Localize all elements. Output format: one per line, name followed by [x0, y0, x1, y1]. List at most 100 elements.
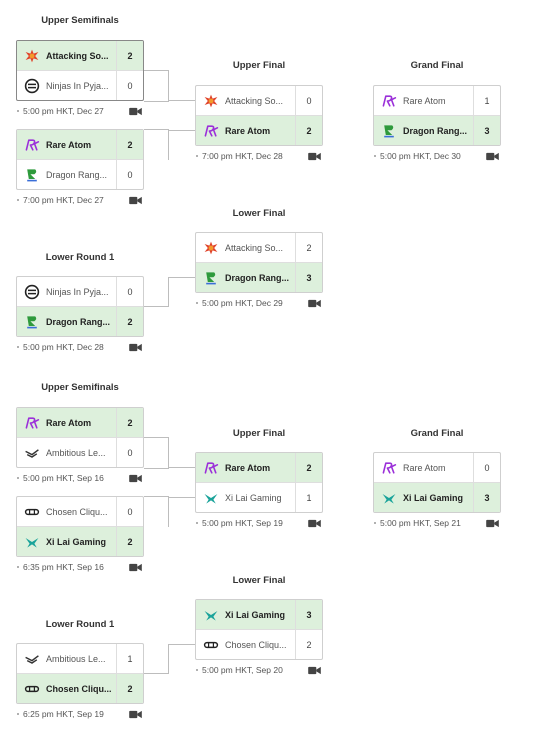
team-score: 0 — [116, 71, 143, 100]
round-title-upper-semifinals: Upper Semifinals — [41, 15, 119, 26]
team-row[interactable]: Attacking So... 0 — [196, 86, 322, 116]
team-score: 1 — [295, 483, 322, 512]
dragon-rangers-logo — [23, 313, 41, 331]
round-title-lower-final: Lower Final — [232, 575, 286, 586]
team-row[interactable]: Dragon Rang... 2 — [17, 307, 143, 336]
match-card[interactable]: Attacking So... 0 Rare Atom 2 7:00 pm HK… — [195, 85, 323, 163]
bracket-connector — [168, 130, 195, 131]
team-score: 3 — [295, 600, 322, 629]
match-card[interactable]: Attacking So... 2 Ninjas In Pyja... 0 5:… — [16, 40, 144, 118]
team-row[interactable]: Chosen Cliqu... 0 — [17, 497, 143, 527]
team-score: 1 — [473, 86, 500, 115]
video-camera-icon[interactable] — [129, 196, 142, 205]
match-time: 5:00 pm HKT, Sep 16 — [23, 473, 104, 483]
team-score: 1 — [116, 644, 143, 673]
team-name: Rare Atom — [225, 125, 271, 136]
match-time: 7:00 pm HKT, Dec 27 — [23, 195, 104, 205]
team-row[interactable]: Xi Lai Gaming 1 — [196, 483, 322, 512]
team-name: Rare Atom — [403, 462, 446, 473]
team-score: 0 — [116, 438, 143, 467]
match-card[interactable]: Attacking So... 2 Dragon Rang... 3 5:00 … — [195, 232, 323, 310]
team-name: Attacking So... — [225, 242, 284, 253]
team-row[interactable]: Dragon Rang... 3 — [374, 116, 500, 145]
video-camera-icon[interactable] — [129, 710, 142, 719]
team-name: Ambitious Le... — [46, 653, 106, 664]
dragon-rangers-logo — [202, 269, 220, 287]
team-name: Chosen Cliqu... — [46, 683, 112, 694]
bracket-connector — [144, 496, 169, 527]
team-name: Xi Lai Gaming — [225, 492, 282, 503]
match-card[interactable]: Xi Lai Gaming 3 Chosen Cliqu... 2 5:00 p… — [195, 599, 323, 677]
video-camera-icon[interactable] — [308, 152, 321, 161]
rare-atom-logo — [202, 459, 220, 477]
team-row[interactable]: Rare Atom 1 — [374, 86, 500, 116]
team-row[interactable]: Rare Atom 2 — [17, 408, 143, 438]
match-card[interactable]: Rare Atom 2 Ambitious Le... 0 5:00 pm HK… — [16, 407, 144, 485]
match-card[interactable]: Rare Atom 2 Xi Lai Gaming 1 5:00 pm HKT,… — [195, 452, 323, 530]
match-card[interactable]: Ambitious Le... 1 Chosen Cliqu... 2 6:25… — [16, 643, 144, 721]
rare-atom-logo — [23, 136, 41, 154]
team-score: 2 — [116, 41, 143, 70]
team-name: Ninjas In Pyja... — [46, 286, 109, 297]
team-row[interactable]: Ninjas In Pyja... 0 — [17, 277, 143, 307]
team-score: 3 — [295, 263, 322, 292]
team-score: 0 — [473, 453, 500, 482]
attacking-soul-logo — [202, 239, 220, 257]
chosen-clique-logo — [23, 680, 41, 698]
match-time: 6:25 pm HKT, Sep 19 — [23, 709, 104, 719]
team-name: Attacking So... — [46, 50, 109, 61]
video-camera-icon[interactable] — [129, 343, 142, 352]
match-time: 5:00 pm HKT, Sep 19 — [202, 518, 283, 528]
team-row[interactable]: Xi Lai Gaming 3 — [374, 483, 500, 512]
team-score: 2 — [116, 307, 143, 336]
match-time: 5:00 pm HKT, Dec 30 — [380, 151, 461, 161]
team-row[interactable]: Dragon Rang... 0 — [17, 160, 143, 189]
team-row[interactable]: Chosen Cliqu... 2 — [17, 674, 143, 703]
round-title-lower-round-1: Lower Round 1 — [45, 252, 115, 263]
team-row[interactable]: Xi Lai Gaming 3 — [196, 600, 322, 630]
team-score: 0 — [116, 497, 143, 526]
attacking-soul-logo — [23, 47, 41, 65]
team-score: 2 — [295, 233, 322, 262]
video-camera-icon[interactable] — [486, 152, 499, 161]
team-score: 0 — [116, 160, 143, 189]
team-name: Ninjas In Pyja... — [46, 80, 109, 91]
team-row[interactable]: Attacking So... 2 — [17, 41, 143, 71]
match-card[interactable]: Rare Atom 2 Dragon Rang... 0 7:00 pm HKT… — [16, 129, 144, 207]
xi-lai-gaming-logo — [202, 489, 220, 507]
team-name: Dragon Rang... — [403, 125, 468, 136]
bracket-connector — [168, 100, 195, 101]
match-card[interactable]: Rare Atom 1 Dragon Rang... 3 5:00 pm HKT… — [373, 85, 501, 163]
rare-atom-logo — [380, 92, 398, 110]
video-camera-icon[interactable] — [129, 107, 142, 116]
team-row[interactable]: Ninjas In Pyja... 0 — [17, 71, 143, 100]
video-camera-icon[interactable] — [308, 299, 321, 308]
match-card[interactable]: Chosen Cliqu... 0 Xi Lai Gaming 2 6:35 p… — [16, 496, 144, 574]
ninjas-in-pyjamas-logo — [23, 283, 41, 301]
team-row[interactable]: Attacking So... 2 — [196, 233, 322, 263]
team-row[interactable]: Ambitious Le... 1 — [17, 644, 143, 674]
team-row[interactable]: Rare Atom 2 — [17, 130, 143, 160]
video-camera-icon[interactable] — [308, 666, 321, 675]
match-card[interactable]: Rare Atom 0 Xi Lai Gaming 3 5:00 pm HKT,… — [373, 452, 501, 530]
team-row[interactable]: Dragon Rang... 3 — [196, 263, 322, 292]
video-camera-icon[interactable] — [129, 474, 142, 483]
team-row[interactable]: Ambitious Le... 0 — [17, 438, 143, 467]
team-row[interactable]: Chosen Cliqu... 2 — [196, 630, 322, 659]
rare-atom-logo — [23, 414, 41, 432]
video-camera-icon[interactable] — [308, 519, 321, 528]
video-camera-icon[interactable] — [129, 563, 142, 572]
match-card[interactable]: Ninjas In Pyja... 0 Dragon Rang... 2 5:0… — [16, 276, 144, 354]
round-title-grand-final: Grand Final — [410, 60, 464, 71]
bracket-connector — [168, 467, 195, 468]
match-time: 6:35 pm HKT, Sep 16 — [23, 562, 104, 572]
video-camera-icon[interactable] — [486, 519, 499, 528]
team-row[interactable]: Rare Atom 2 — [196, 453, 322, 483]
team-row[interactable]: Rare Atom 2 — [196, 116, 322, 145]
team-row[interactable]: Rare Atom 0 — [374, 453, 500, 483]
team-row[interactable]: Xi Lai Gaming 2 — [17, 527, 143, 556]
team-score: 0 — [116, 277, 143, 306]
team-name: Xi Lai Gaming — [46, 536, 107, 547]
team-score: 2 — [295, 116, 322, 145]
bracket-connector — [168, 277, 169, 307]
